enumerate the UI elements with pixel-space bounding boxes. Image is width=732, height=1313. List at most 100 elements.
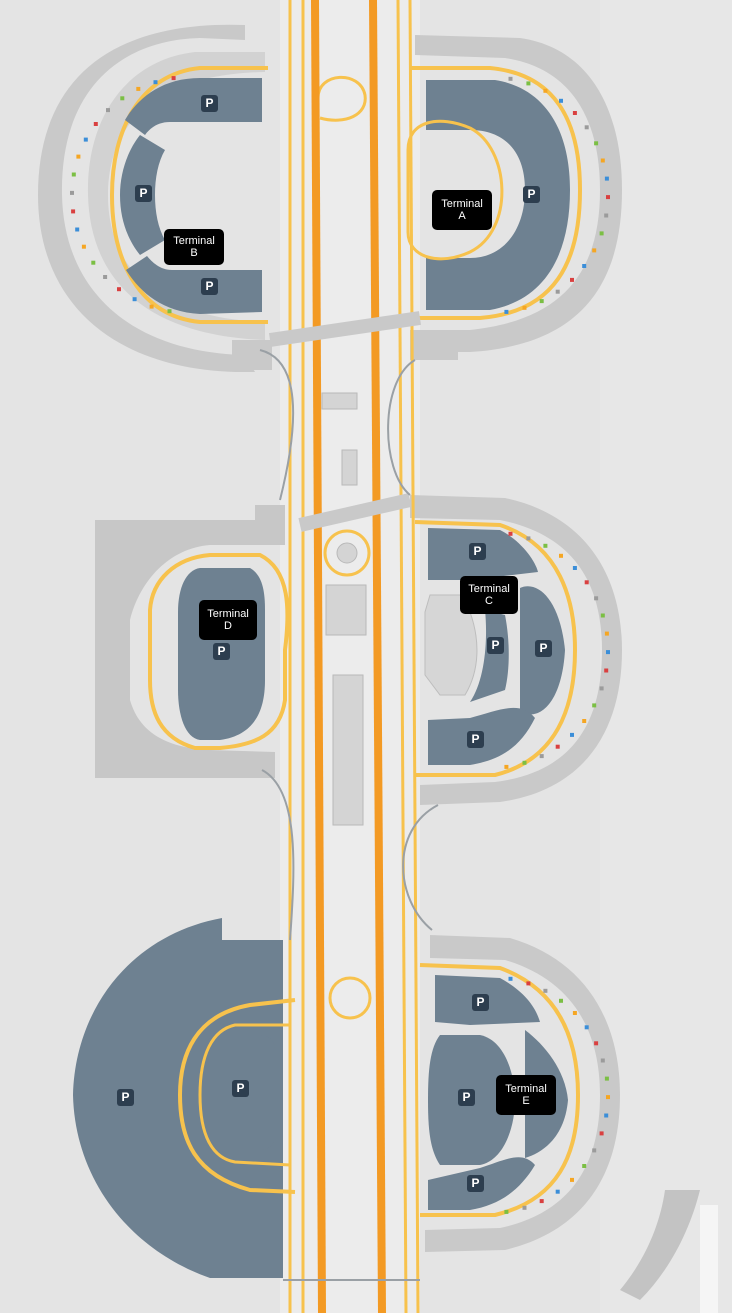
gate-marker <box>604 213 609 218</box>
gate-marker <box>522 760 527 765</box>
gate-marker <box>543 88 548 93</box>
gate-marker <box>600 158 605 163</box>
gate-marker <box>559 98 563 103</box>
gate-marker <box>539 754 544 759</box>
parking-icon[interactable]: P <box>458 1089 475 1106</box>
gate-marker <box>508 976 513 981</box>
terminal-c-parking-mid <box>470 610 509 702</box>
terminal-d-ring-road <box>148 553 290 750</box>
gate-marker <box>103 275 108 279</box>
gate-marker <box>75 227 80 232</box>
gate-marker <box>604 631 609 636</box>
gate-marker <box>504 764 509 769</box>
gate-marker <box>604 1113 609 1118</box>
gate-marker <box>539 1199 544 1204</box>
gate-marker <box>606 650 610 655</box>
gate-marker <box>592 248 597 253</box>
terminal-b-label[interactable]: Terminal B <box>164 229 224 265</box>
remote-parking-lot <box>73 918 283 1278</box>
terminal-a-letter: A <box>458 210 466 222</box>
terminal-d-top-connector <box>255 505 285 545</box>
gate-marker <box>582 1164 587 1168</box>
skylink-track <box>259 349 439 1281</box>
terminal-d-letter: D <box>224 620 232 632</box>
terminal-a-bottom-connector <box>410 330 458 360</box>
gate-marker <box>543 543 548 548</box>
gate-marker <box>153 80 158 85</box>
terminal-b-parking-bottom <box>126 256 262 314</box>
remote-parking-ring-road <box>177 998 296 1194</box>
gate-marker <box>594 596 599 601</box>
terminal-a-area <box>316 35 622 360</box>
terminal-a-ring-road <box>410 66 583 320</box>
satellite-concourse <box>620 1190 700 1300</box>
terminal-c-letter: C <box>485 595 493 607</box>
terminal-b-word: Terminal <box>173 235 215 247</box>
gate-marker <box>93 122 98 126</box>
gate-marker <box>508 76 513 81</box>
gate-marker <box>592 1148 597 1153</box>
terminal-d-area <box>95 505 290 778</box>
gate-marker <box>606 195 610 200</box>
terminal-b-bottom-connector <box>232 340 272 370</box>
gate-marker <box>543 988 548 993</box>
terminal-e-ring-road <box>419 963 581 1217</box>
gate-marker <box>149 304 154 309</box>
gate-marker <box>584 1025 589 1030</box>
gate-marker <box>71 172 76 177</box>
gate-marker <box>572 1011 577 1015</box>
parking-icon[interactable]: P <box>467 1175 484 1192</box>
gate-marker <box>599 686 604 691</box>
parking-icon[interactable]: P <box>201 95 218 112</box>
gate-marker <box>70 190 74 195</box>
parking-icon[interactable]: P <box>487 637 504 654</box>
terminal-c-ring-road <box>414 520 578 777</box>
satellite-strip <box>700 1205 718 1313</box>
gate-marker <box>584 125 589 130</box>
parking-icon[interactable]: P <box>535 640 552 657</box>
terminal-d-label[interactable]: Terminal D <box>199 600 257 640</box>
gate-marker <box>504 1209 509 1214</box>
parking-icon[interactable]: P <box>472 994 489 1011</box>
gate-marker <box>582 264 587 268</box>
gate-marker <box>570 277 574 282</box>
gate-marker <box>136 86 141 91</box>
gate-marker <box>592 703 597 708</box>
gate-marker <box>91 260 96 265</box>
parking-icon[interactable]: P <box>467 731 484 748</box>
central-buildings <box>321 392 372 1020</box>
gate-marker <box>526 536 531 541</box>
parking-icon[interactable]: P <box>469 543 486 560</box>
terminal-c-word: Terminal <box>468 583 510 595</box>
terminal-e-word: Terminal <box>505 1083 547 1095</box>
gate-marker <box>539 299 544 304</box>
terminal-b-ring-road <box>109 66 268 324</box>
terminal-a-label[interactable]: Terminal A <box>432 190 492 230</box>
parking-icon[interactable]: P <box>213 643 230 660</box>
central-highway <box>268 0 422 1313</box>
terminal-a-inner-loop <box>406 119 504 261</box>
remote-parking-inner-road <box>198 1023 291 1167</box>
parking-icon[interactable]: P <box>232 1080 249 1097</box>
gate-marker <box>559 998 563 1003</box>
parking-icon[interactable]: P <box>117 1089 134 1106</box>
parking-icon[interactable]: P <box>201 278 218 295</box>
gate-marker <box>594 141 599 146</box>
gate-marker <box>559 553 563 558</box>
gate-marker <box>522 1205 527 1210</box>
gate-marker <box>555 744 560 749</box>
gate-marker <box>599 231 604 236</box>
gate-marker <box>132 297 137 302</box>
gate-marker <box>570 1177 574 1182</box>
terminal-c-label[interactable]: Terminal C <box>460 576 518 614</box>
parking-icon[interactable]: P <box>523 186 540 203</box>
gate-marker <box>606 1095 610 1100</box>
gate-marker <box>526 81 531 86</box>
gate-marker <box>600 1058 605 1063</box>
gate-marker <box>526 981 531 986</box>
gate-marker <box>522 305 527 310</box>
terminal-e-label[interactable]: Terminal E <box>496 1075 556 1115</box>
gate-marker <box>504 309 509 314</box>
parking-icon[interactable]: P <box>135 185 152 202</box>
